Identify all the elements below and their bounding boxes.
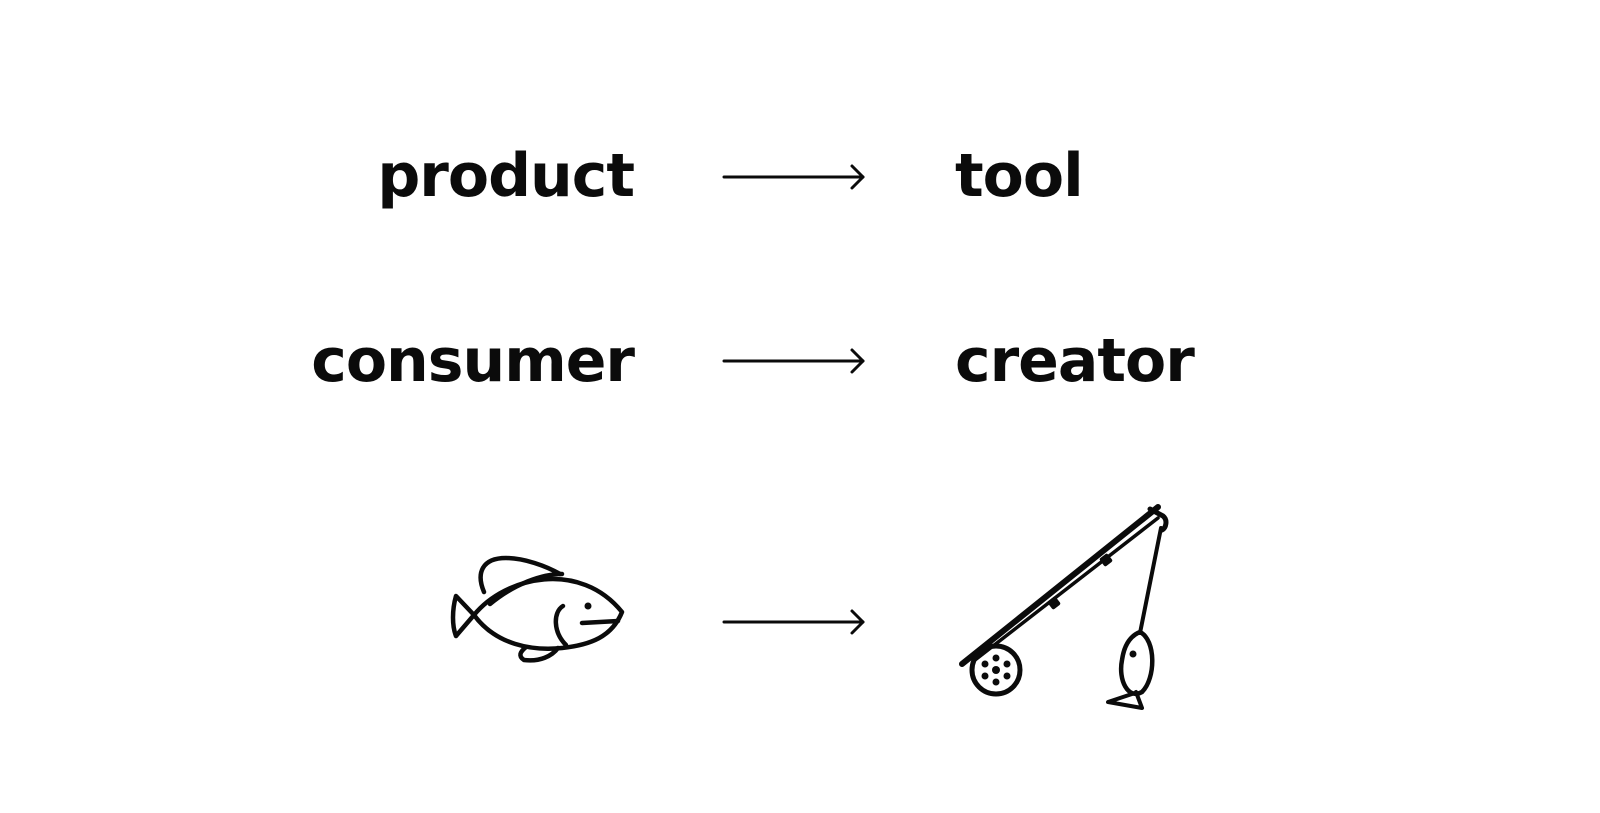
- fish-icon: [450, 555, 625, 663]
- label-tool: tool: [955, 141, 1084, 211]
- arrow-right-icon: [722, 164, 865, 190]
- fishing-rod-icon: [959, 504, 1169, 710]
- label-creator: creator: [955, 326, 1195, 396]
- label-product: product: [377, 141, 635, 211]
- arrow-right-icon: [722, 348, 865, 374]
- label-consumer: consumer: [311, 326, 635, 396]
- arrow-right-icon: [722, 609, 865, 635]
